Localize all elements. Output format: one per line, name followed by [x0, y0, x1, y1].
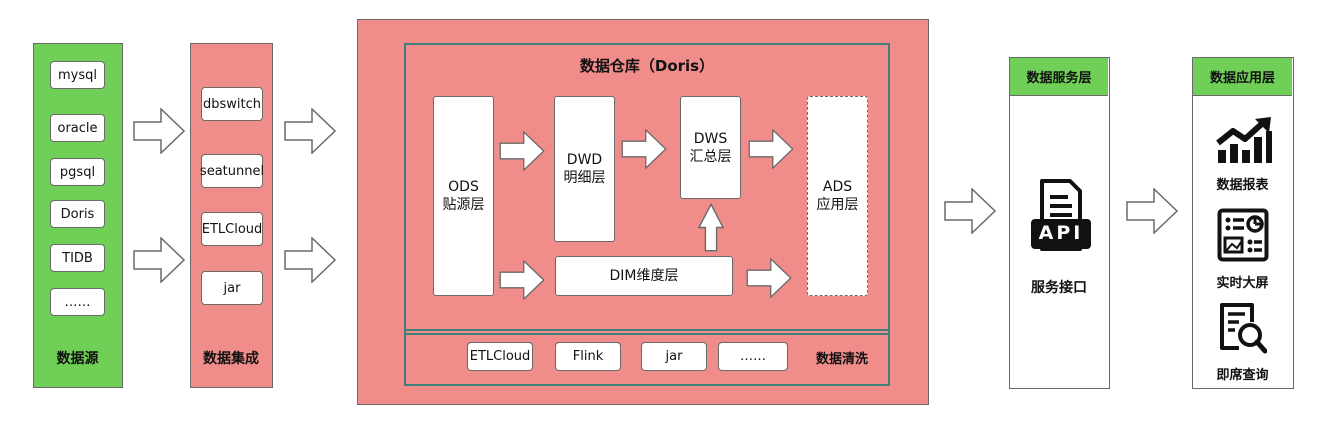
flow-arrow — [498, 260, 546, 300]
integration-title: 数据集成 — [203, 351, 259, 367]
cleaning-item-jar: jar — [641, 342, 707, 371]
flow-arrow — [133, 108, 185, 154]
warehouse-panel: 数据仓库（Doris） ODS 贴源层 DWD 明细层 DWS 汇总层 ADS … — [357, 19, 929, 405]
app-item-label: 数据报表 — [1216, 178, 1269, 193]
dim-label: DIM维度层 — [609, 268, 679, 284]
datasource-title: 数据源 — [56, 351, 99, 367]
ods-name: ODS — [448, 179, 479, 195]
integration-item-label: seatunnel — [199, 163, 265, 179]
api-text: API — [1038, 222, 1084, 244]
service-column: 数据服务层 API 服务接口 — [1009, 57, 1110, 389]
integration-item-label: jar — [223, 280, 241, 296]
cleaning-item-label: ETLCloud — [469, 349, 531, 364]
flow-arrow — [619, 129, 669, 169]
datasource-item-label: pgsql — [59, 164, 96, 180]
datasource-item-doris: Doris — [50, 200, 105, 228]
dwd-name: DWD — [566, 152, 603, 168]
warehouse-title: 数据仓库（Doris） — [579, 57, 715, 75]
service-caption: 服务接口 — [1031, 280, 1087, 296]
cleaning-frame: ETLCloud Flink jar …… 数据清洗 — [404, 329, 890, 386]
datasource-item-label: Doris — [60, 206, 95, 222]
service-header: 数据服务层 — [1010, 58, 1108, 96]
ads-desc: 应用层 — [816, 197, 859, 213]
chart-icon — [1216, 117, 1272, 163]
app-item-label: 实时大屏 — [1216, 276, 1269, 291]
flow-arrow-up — [698, 203, 724, 252]
dws-layer: DWS 汇总层 — [680, 96, 741, 199]
datasource-item-label: …… — [64, 294, 91, 310]
flow-arrow — [133, 237, 185, 283]
dwd-layer: DWD 明细层 — [554, 96, 615, 242]
api-document-icon — [1031, 179, 1091, 251]
app-item-label: 即席查询 — [1216, 368, 1269, 383]
datasource-item-tidb: TIDB — [50, 244, 105, 272]
warehouse-frame: 数据仓库（Doris） ODS 贴源层 DWD 明细层 DWS 汇总层 ADS … — [404, 43, 890, 335]
ods-desc: 贴源层 — [442, 197, 485, 213]
flow-arrow — [284, 237, 336, 283]
datasource-item-oracle: oracle — [50, 114, 105, 142]
integration-column: dbswitch seatunnel ETLCloud jar 数据集成 — [190, 43, 273, 388]
flow-arrow — [938, 188, 1002, 234]
cleaning-item-more: …… — [718, 342, 788, 371]
integration-item-etlcloud: ETLCloud — [201, 212, 263, 246]
datasource-item-pgsql: pgsql — [50, 158, 105, 186]
cleaning-item-label: jar — [665, 349, 683, 364]
integration-item-jar: jar — [201, 271, 263, 305]
datasource-item-mysql: mysql — [50, 61, 105, 89]
dashboard-icon — [1217, 208, 1269, 262]
datasource-item-label: mysql — [58, 67, 97, 83]
flow-arrow — [746, 129, 796, 169]
dws-name: DWS — [693, 130, 728, 147]
integration-item-label: dbswitch — [202, 96, 261, 112]
cleaning-item-label: Flink — [572, 349, 604, 364]
flow-arrow — [284, 108, 336, 154]
datasource-item-more: …… — [50, 288, 105, 316]
cleaning-item-label: …… — [740, 349, 766, 364]
datasource-item-label: oracle — [57, 120, 98, 136]
flow-arrow — [1120, 188, 1184, 234]
ods-layer: ODS 贴源层 — [433, 96, 494, 296]
application-header: 数据应用层 — [1193, 58, 1292, 96]
integration-item-label: ETLCloud — [201, 221, 263, 237]
flow-arrow — [744, 258, 794, 298]
dim-layer: DIM维度层 — [555, 256, 733, 296]
flow-arrow — [498, 131, 546, 171]
ads-name: ADS — [822, 179, 853, 195]
application-column: 数据应用层 数据报表 实时大屏 即席查询 — [1192, 57, 1294, 389]
search-doc-icon — [1220, 303, 1267, 354]
dws-desc: 汇总层 — [689, 148, 732, 165]
ads-layer: ADS 应用层 — [807, 96, 868, 296]
cleaning-title: 数据清洗 — [815, 352, 868, 367]
datasource-column: mysql oracle pgsql Doris TIDB …… 数据源 — [33, 43, 123, 388]
integration-item-seatunnel: seatunnel — [199, 154, 265, 188]
dwd-desc: 明细层 — [563, 170, 606, 186]
integration-item-dbswitch: dbswitch — [201, 87, 263, 121]
cleaning-item-flink: Flink — [555, 342, 621, 371]
cleaning-item-etlcloud: ETLCloud — [467, 342, 533, 371]
datasource-item-label: TIDB — [62, 250, 93, 266]
